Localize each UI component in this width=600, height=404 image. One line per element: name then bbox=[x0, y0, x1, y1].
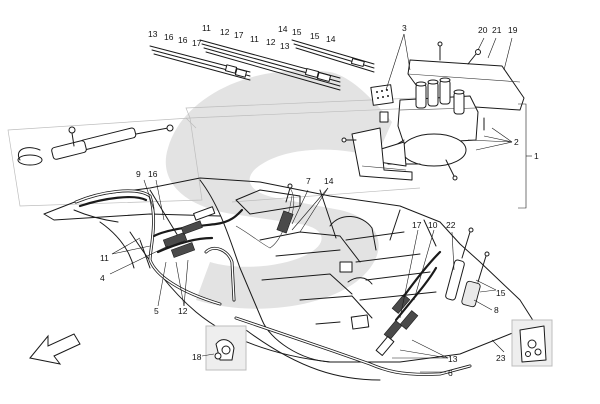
callout-6: 6 bbox=[448, 368, 453, 378]
valve-block-left bbox=[162, 206, 216, 258]
callout-11: 11 bbox=[250, 34, 259, 44]
callout-17: 17 bbox=[412, 220, 422, 230]
callout-16: 16 bbox=[148, 169, 158, 179]
callout-14: 14 bbox=[326, 34, 336, 44]
hydraulic-pump-unit bbox=[341, 41, 525, 181]
lift-cylinder-right bbox=[445, 227, 490, 308]
actuator-cylinder bbox=[17, 124, 174, 166]
callout-15: 15 bbox=[310, 31, 320, 41]
callout-7: 7 bbox=[306, 176, 311, 186]
callout-13: 13 bbox=[448, 354, 458, 364]
cable-bundle-middle bbox=[199, 39, 341, 91]
callout-21: 21 bbox=[492, 25, 502, 35]
callout-16: 16 bbox=[178, 35, 188, 45]
callout-23: 23 bbox=[496, 353, 506, 363]
callout-8: 8 bbox=[494, 305, 499, 315]
callout-19: 19 bbox=[508, 25, 518, 35]
callout-15: 15 bbox=[292, 27, 302, 37]
callout-22: 22 bbox=[446, 220, 456, 230]
callout-1: 1 bbox=[534, 151, 539, 161]
valve-block-center bbox=[276, 183, 294, 234]
callout-12: 12 bbox=[220, 27, 230, 37]
callout-14: 14 bbox=[324, 176, 334, 186]
pump-cylinders bbox=[415, 77, 465, 115]
pump-motor bbox=[377, 133, 467, 167]
callout-2: 2 bbox=[514, 137, 519, 147]
leader-lines bbox=[109, 33, 513, 373]
callout-4: 4 bbox=[100, 273, 105, 283]
callout-13: 13 bbox=[280, 41, 290, 51]
cable-bundle-right bbox=[291, 39, 375, 73]
valve-assembly-right bbox=[375, 250, 442, 356]
callout-18: 18 bbox=[192, 352, 202, 362]
callout-14: 14 bbox=[278, 24, 288, 34]
watermark-logo bbox=[165, 70, 392, 309]
callout-17: 17 bbox=[192, 38, 202, 48]
callout-15: 15 bbox=[496, 288, 506, 298]
group-bracket bbox=[518, 103, 532, 209]
pump-bracket bbox=[351, 127, 413, 181]
callout-12: 12 bbox=[266, 37, 276, 47]
callout-17: 17 bbox=[234, 30, 244, 40]
callout-12: 12 bbox=[178, 306, 188, 316]
callout-20: 20 bbox=[478, 25, 488, 35]
cable-bundle-set bbox=[149, 39, 394, 106]
callout-10: 10 bbox=[428, 220, 438, 230]
inset-panel-23 bbox=[511, 319, 553, 367]
callout-16: 16 bbox=[164, 32, 174, 42]
callout-5: 5 bbox=[154, 306, 159, 316]
inset-panel-18 bbox=[205, 325, 247, 371]
callout-11: 11 bbox=[202, 23, 211, 33]
callout-9: 9 bbox=[136, 169, 141, 179]
callout-11: 11 bbox=[100, 253, 109, 263]
connector-plate bbox=[370, 84, 394, 106]
front-direction-arrow bbox=[29, 333, 81, 365]
callout-labels: 13 16 16 17 11 12 17 11 12 13 14 15 15 1… bbox=[100, 23, 539, 378]
cable-bundle-left bbox=[149, 45, 251, 81]
callout-3: 3 bbox=[402, 23, 407, 33]
callout-13: 13 bbox=[148, 29, 158, 39]
